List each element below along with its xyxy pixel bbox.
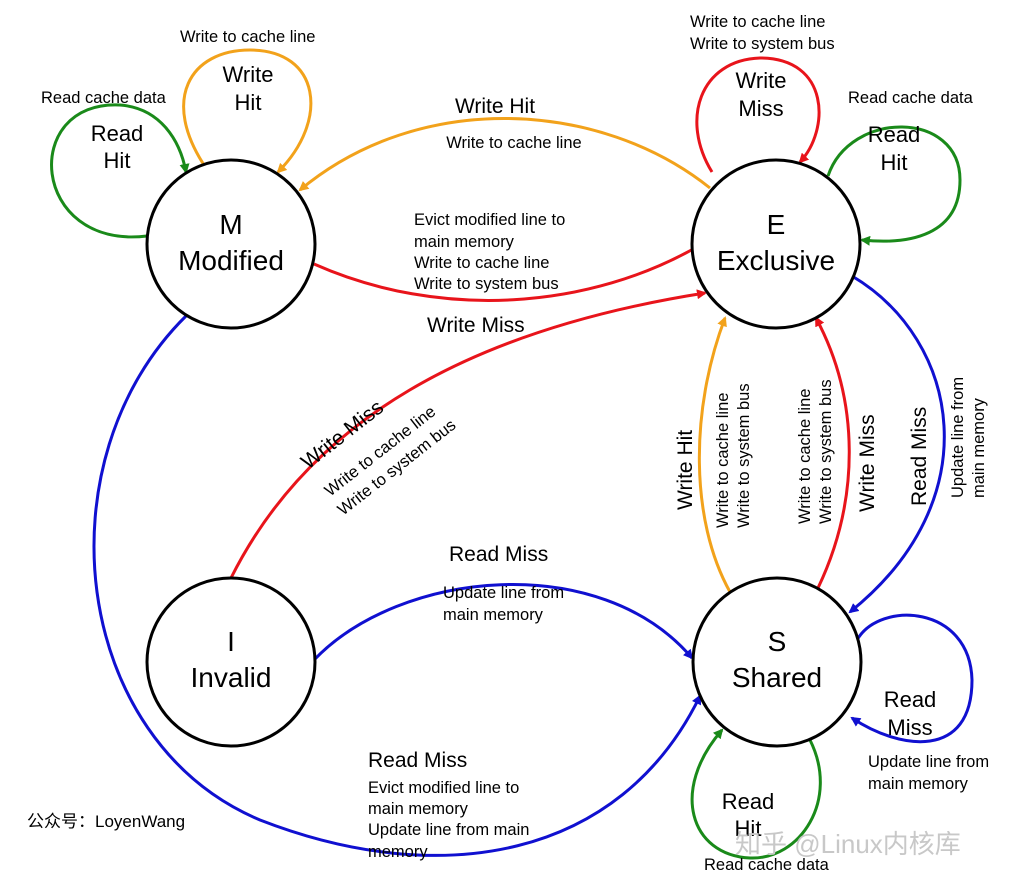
- state-s-letter: S: [768, 626, 787, 657]
- label-s-read-hit-action: Read cache data: [704, 856, 830, 874]
- label-e-read-hit-event-2: Hit: [881, 150, 908, 175]
- edge-m-to-e-evict: [313, 242, 704, 302]
- label-m-read-hit-event-2: Hit: [104, 148, 131, 173]
- labels: Write to cache line Write Hit Read cache…: [27, 13, 989, 874]
- state-e-letter: E: [767, 209, 786, 240]
- label-e-to-s-action-2: main memory: [970, 397, 988, 498]
- state-e: E Exclusive: [690, 158, 862, 330]
- label-e-to-m-action: Write to cache line: [446, 134, 581, 152]
- label-m-read-hit-event-1: Read: [91, 121, 144, 146]
- label-m-write-hit-action: Write to cache line: [180, 28, 315, 46]
- label-s-to-e-write-miss-action-1: Write to cache line: [796, 389, 814, 524]
- label-e-to-s-action-1: Update line from: [949, 377, 967, 498]
- label-m-to-s-action-2: main memory: [368, 800, 469, 818]
- label-m-to-s-action-1: Evict modified line to: [368, 779, 519, 797]
- label-m-write-hit-event-2: Hit: [235, 90, 262, 115]
- edge-e-to-m-write-hit: [298, 117, 711, 192]
- edge-i-to-s-read-miss: [312, 583, 694, 662]
- edges: [50, 48, 974, 860]
- state-i-circle: [145, 576, 317, 748]
- label-s-read-miss-action-2: main memory: [868, 775, 969, 793]
- label-m-to-s-event: Read Miss: [368, 749, 467, 772]
- edge-m-to-s-read-miss: [92, 314, 702, 857]
- state-s: S Shared: [691, 576, 863, 748]
- label-m-read-hit-action: Read cache data: [41, 89, 167, 107]
- edge-s-to-e-write-miss: [814, 316, 851, 589]
- state-m-name: Modified: [178, 245, 284, 276]
- label-e-read-hit-action: Read cache data: [848, 89, 974, 107]
- label-m-to-e-action-2: main memory: [414, 233, 515, 251]
- label-s-to-e-write-miss-event: Write Miss: [856, 414, 879, 512]
- label-s-to-e-write-hit-action-1: Write to cache line: [714, 393, 732, 528]
- state-s-name: Shared: [732, 662, 822, 693]
- state-i-name: Invalid: [191, 662, 272, 693]
- label-m-to-e-action-3: Write to cache line: [414, 254, 549, 272]
- label-e-write-miss-action-1: Write to cache line: [690, 13, 825, 31]
- label-e-read-hit-event-1: Read: [868, 122, 921, 147]
- edge-s-to-e-write-hit: [697, 316, 732, 593]
- edge-s-read-hit-loop: [690, 728, 822, 860]
- state-e-name: Exclusive: [717, 245, 835, 276]
- label-e-write-miss-event-1: Write: [736, 68, 787, 93]
- edge-e-read-hit-loop: [826, 125, 962, 246]
- label-write-miss-top: Write Miss: [427, 314, 525, 337]
- edge-s-read-miss-loop: [850, 613, 974, 744]
- label-m-to-s-action-3: Update line from main: [368, 821, 529, 839]
- label-m-write-hit-event-1: Write: [223, 62, 274, 87]
- edge-m-read-hit-loop: [50, 103, 190, 239]
- label-s-read-hit-event-1: Read: [722, 789, 775, 814]
- label-s-read-miss-event-2: Miss: [887, 715, 932, 740]
- state-e-circle: [690, 158, 862, 330]
- edge-m-write-hit-loop: [182, 48, 313, 174]
- label-e-to-s-event: Read Miss: [908, 407, 931, 506]
- label-i-to-s-action-2: main memory: [443, 606, 544, 624]
- label-i-to-s-action-1: Update line from: [443, 584, 564, 602]
- watermark-right: 知乎 @Linux内核库: [735, 829, 961, 859]
- state-m: M Modified: [145, 158, 317, 330]
- label-s-read-miss-event-1: Read: [884, 687, 937, 712]
- watermark-left: 公众号：LoyenWang: [27, 812, 185, 831]
- label-i-to-s-event: Read Miss: [449, 543, 548, 566]
- edge-e-write-miss-loop: [695, 56, 821, 173]
- label-m-to-e-action-1: Evict modified line to: [414, 211, 565, 229]
- edge-i-to-e-write-miss: [229, 289, 707, 579]
- state-m-letter: M: [219, 209, 242, 240]
- label-m-to-e-action-4: Write to system bus: [414, 275, 559, 293]
- label-e-to-m-event: Write Hit: [455, 95, 535, 118]
- label-s-to-e-write-miss-action-2: Write to system bus: [817, 379, 835, 524]
- edge-e-to-s-read-miss: [848, 274, 946, 614]
- label-s-read-miss-action-1: Update line from: [868, 753, 989, 771]
- state-i-letter: I: [227, 626, 235, 657]
- label-s-to-e-write-hit-action-2: Write to system bus: [735, 383, 753, 528]
- label-e-write-miss-event-2: Miss: [738, 96, 783, 121]
- state-s-circle: [691, 576, 863, 748]
- state-i: I Invalid: [145, 576, 317, 748]
- label-s-to-e-write-hit-event: Write Hit: [674, 430, 697, 510]
- state-m-circle: [145, 158, 317, 330]
- label-e-write-miss-action-2: Write to system bus: [690, 35, 835, 53]
- label-s-read-hit-event-2: Hit: [735, 816, 762, 841]
- label-m-to-s-action-4: memory: [368, 843, 428, 861]
